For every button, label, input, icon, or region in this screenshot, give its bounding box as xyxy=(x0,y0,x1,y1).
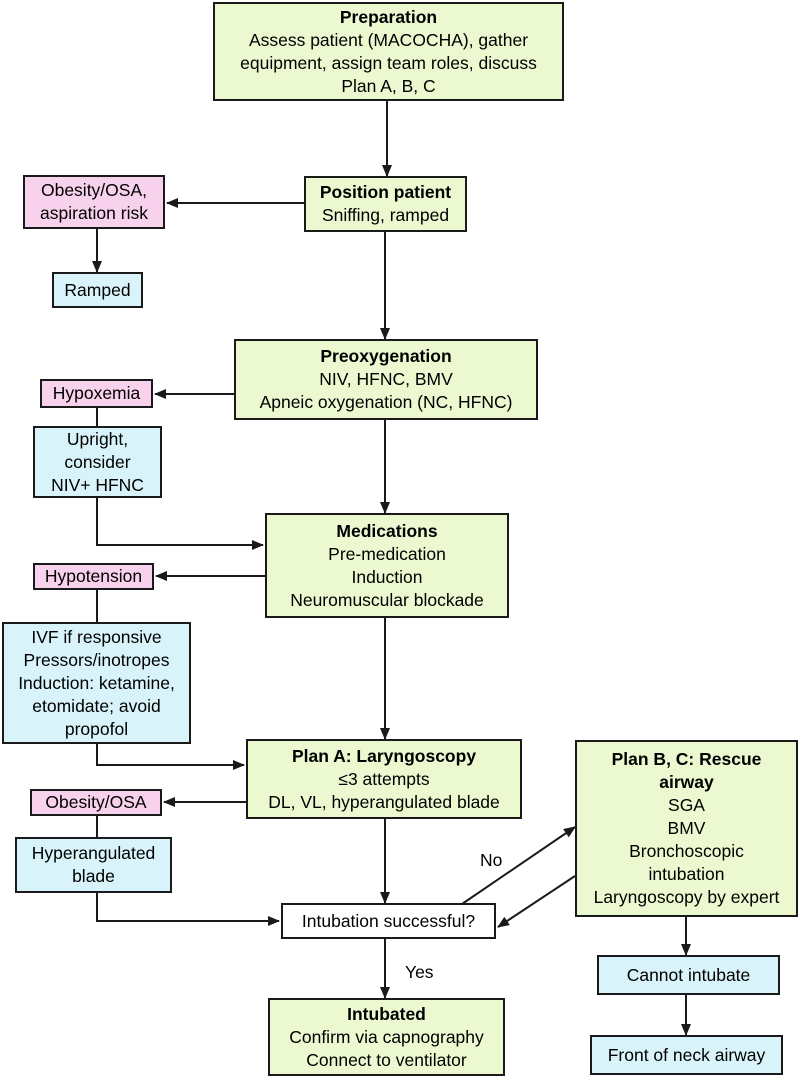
intubation-successful-line-1: Intubation successful? xyxy=(301,910,476,931)
position-line-1: Sniffing, ramped xyxy=(321,205,450,225)
medications-title: Medications xyxy=(336,520,438,541)
cannot-intubate-box: Cannot intubate xyxy=(597,955,780,995)
plan-bc-line-3: Bronchoscopic xyxy=(629,841,744,861)
plan-bc-line-1: SGA xyxy=(668,795,705,815)
medications-box: Medications Pre-medication Induction Neu… xyxy=(265,513,509,618)
intubated-line-1: Confirm via capnography xyxy=(289,1026,484,1047)
obesity-aspiration-line-1: Obesity/OSA, xyxy=(40,180,147,200)
hypotension-box: Hypotension xyxy=(33,563,154,590)
cannot-intubate-line-1: Cannot intubate xyxy=(626,964,751,985)
obesity-aspiration-line-2: aspiration risk xyxy=(40,203,148,223)
ivf-line-5: propofol xyxy=(64,718,129,739)
hypotension-line-1: Hypotension xyxy=(44,566,143,586)
intubation-successful-box: Intubation successful? xyxy=(281,903,496,939)
intubated-line-2: Connect to ventilator xyxy=(306,1049,467,1070)
preoxygenation-title: Preoxygenation xyxy=(320,346,452,366)
plan-bc-title-line-2: airway xyxy=(659,772,714,792)
preparation-line-3: Plan A, B, C xyxy=(341,75,436,96)
preparation-box: Preparation Assess patient (MACOCHA), ga… xyxy=(213,2,564,101)
upright-line-3: NIV+ HFNC xyxy=(51,474,144,495)
plan-a-box: Plan A: Laryngoscopy ≤3 attempts DL, VL,… xyxy=(246,739,522,819)
ramped-line-1: Ramped xyxy=(64,279,131,300)
ivf-line-3: Induction: ketamine, xyxy=(18,672,175,693)
hypoxemia-box: Hypoxemia xyxy=(40,379,153,408)
obesity-osa-line-1: Obesity/OSA xyxy=(45,792,147,812)
preoxygenation-box: Preoxygenation NIV, HFNC, BMV Apneic oxy… xyxy=(234,339,538,420)
preparation-line-2: equipment, assign team roles, discuss xyxy=(240,52,537,73)
edge-label-yes: Yes xyxy=(405,962,434,982)
ivf-line-2: Pressors/inotropes xyxy=(23,649,170,670)
arrow-ivf-to-plan-a xyxy=(96,744,245,770)
plan-bc-line-5: Laryngoscopy by expert xyxy=(593,887,780,907)
preoxygenation-line-2: Apneic oxygenation (NC, HFNC) xyxy=(259,392,513,412)
arrow-plan-bc-to-decision xyxy=(497,875,576,928)
medications-line-2: Induction xyxy=(351,566,423,587)
plan-bc-line-4: intubation xyxy=(648,864,725,884)
arrow-decision-to-plan-bc xyxy=(461,826,576,905)
ivf-box: IVF if responsive Pressors/inotropes Ind… xyxy=(2,622,191,744)
upright-line-1: Upright, xyxy=(66,428,129,449)
intubated-title: Intubated xyxy=(347,1003,426,1024)
medications-line-3: Neuromuscular blockade xyxy=(290,589,484,610)
upright-box: Upright, consider NIV+ HFNC xyxy=(33,426,162,498)
edge-label-no: No xyxy=(480,850,503,870)
plan-a-title: Plan A: Laryngoscopy xyxy=(291,745,477,766)
upright-line-2: consider xyxy=(64,451,131,472)
preoxygenation-line-1: NIV, HFNC, BMV xyxy=(319,369,453,389)
obesity-aspiration-box: Obesity/OSA, aspiration risk xyxy=(23,175,165,229)
hyperangulated-box: Hyperangulated blade xyxy=(15,837,172,893)
front-of-neck-line-1: Front of neck airway xyxy=(607,1044,766,1065)
plan-bc-line-2: BMV xyxy=(667,818,706,838)
plan-bc-box: Plan B, C: Rescue airway SGA BMV Broncho… xyxy=(575,740,798,917)
ivf-line-1: IVF if responsive xyxy=(31,626,162,647)
plan-bc-title-line-1: Plan B, C: Rescue xyxy=(611,749,762,769)
arrow-hyperangulated-to-decision xyxy=(96,893,280,926)
hyperangulated-line-2: blade xyxy=(72,866,115,886)
front-of-neck-box: Front of neck airway xyxy=(590,1035,783,1075)
ivf-line-4: etomidate; avoid xyxy=(32,695,161,716)
plan-a-line-1: ≤3 attempts xyxy=(338,768,430,789)
medications-line-1: Pre-medication xyxy=(328,543,446,564)
arrow-upright-to-medications xyxy=(96,498,264,550)
preparation-title: Preparation xyxy=(339,6,438,27)
preparation-line-1: Assess patient (MACOCHA), gather xyxy=(248,29,529,50)
position-title: Position patient xyxy=(319,182,452,202)
ramped-box: Ramped xyxy=(52,272,143,308)
hyperangulated-line-1: Hyperangulated xyxy=(31,843,156,863)
position-patient-box: Position patient Sniffing, ramped xyxy=(304,176,467,232)
hypoxemia-line-1: Hypoxemia xyxy=(52,383,141,403)
obesity-osa-box: Obesity/OSA xyxy=(30,789,162,816)
intubated-box: Intubated Confirm via capnography Connec… xyxy=(268,998,505,1076)
plan-a-line-2: DL, VL, hyperangulated blade xyxy=(268,791,500,812)
